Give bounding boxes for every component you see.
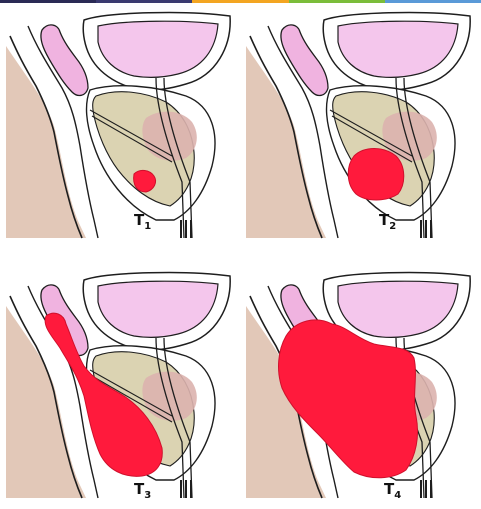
tumor-t1 [134,170,156,192]
panel-t1: T1 [6,6,238,246]
panel-t2: T2 [246,6,478,246]
prostate-diagram-t4 [246,266,478,506]
sphincter-bar [425,220,427,238]
stage-label-t4: T4 [384,480,401,501]
sphincter-bar [180,480,182,498]
topbar-segment [385,0,481,3]
top-color-bar [0,0,481,3]
seminal-vesicle [41,25,88,96]
topbar-segment [289,0,385,3]
tumor-mass [134,170,156,192]
sphincter-bar [180,220,182,238]
prostate-diagram-t3 [6,266,238,506]
panel-t3: T3 [6,266,238,506]
stage-label-t2: T2 [379,211,396,232]
stage-label-t3: T3 [134,480,151,501]
topbar-segment [96,0,192,3]
prostate-diagram-t1 [6,6,238,246]
stage-label-t1: T1 [134,211,151,232]
panel-t4: T4 [246,266,478,506]
sphincter-bar [420,480,422,498]
topbar-segment [0,0,96,3]
sphincter-bar [185,220,187,238]
sphincter-bar [190,480,192,498]
sphincter-bar [425,480,427,498]
sphincter-bar [430,480,432,498]
sphincter-bar [190,220,192,238]
sphincter-bar [420,220,422,238]
sphincter-bar [430,220,432,238]
sphincter-bar [185,480,187,498]
tumor-t2 [348,149,404,201]
seminal-vesicle [281,25,328,96]
tumor-mass [348,149,404,201]
topbar-segment [192,0,288,3]
prostate-diagram-t2 [246,6,478,246]
